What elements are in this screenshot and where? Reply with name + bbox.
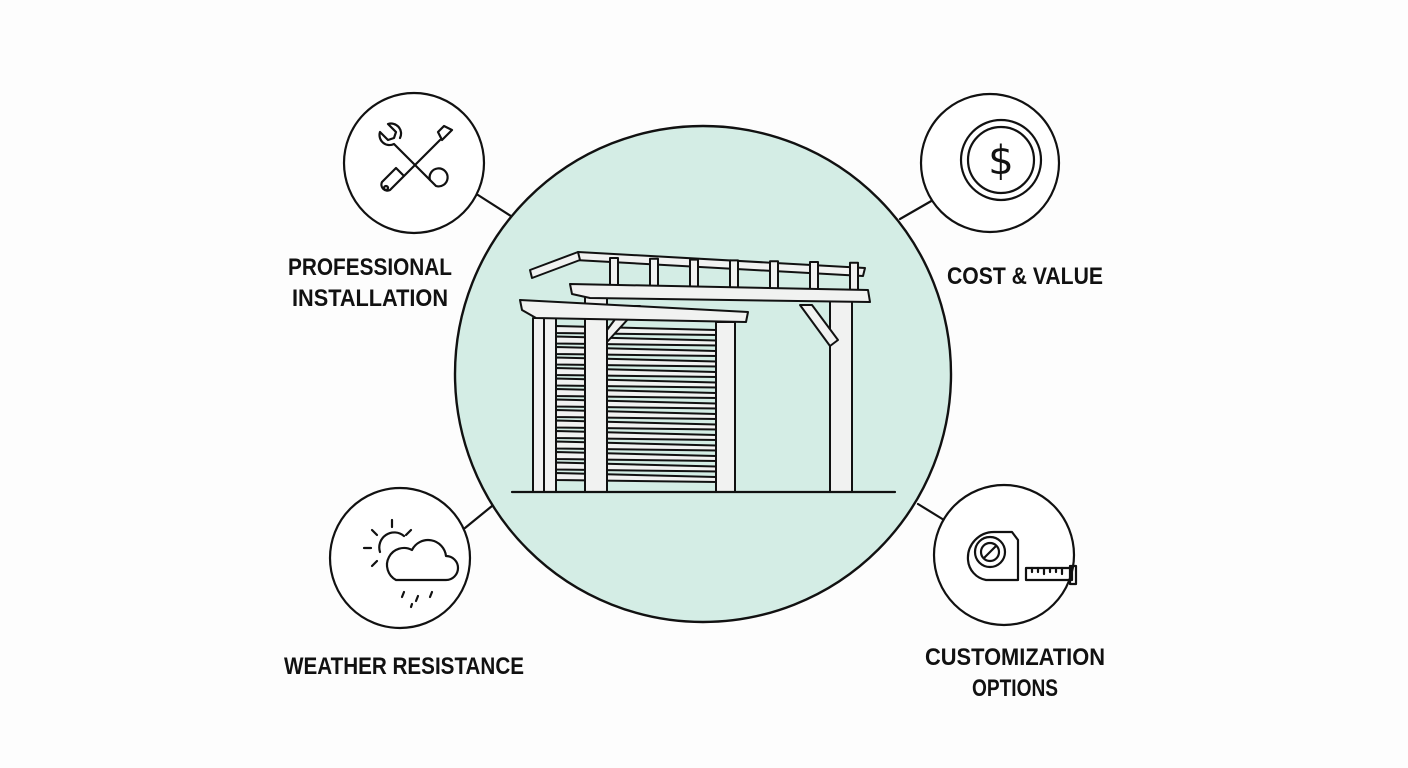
connector-installation bbox=[476, 193, 516, 220]
label-weather: WEATHER RESISTANCE bbox=[284, 653, 524, 680]
pergola-illustration bbox=[510, 251, 897, 494]
sun-cloud-rain-icon bbox=[362, 518, 460, 609]
wrench-screwdriver-icon bbox=[378, 122, 454, 192]
roof-rafter bbox=[809, 261, 819, 292]
connector-custom bbox=[916, 502, 946, 522]
roof-rafter bbox=[649, 257, 659, 288]
label-cost: COST & VALUE bbox=[947, 263, 1103, 290]
roof-rafter bbox=[849, 261, 859, 293]
label-line: CUSTOMIZATION bbox=[925, 644, 1105, 671]
label-line: PROFESSIONAL bbox=[288, 254, 452, 281]
tape-measure-icon bbox=[966, 530, 1078, 586]
label-line: OPTIONS bbox=[972, 675, 1058, 702]
dollar-coin-icon: $ bbox=[959, 118, 1043, 202]
roof-rafter bbox=[729, 259, 739, 290]
node-circle-weather bbox=[328, 486, 472, 630]
label-line: INSTALLATION bbox=[292, 285, 448, 312]
label-installation: PROFESSIONAL INSTALLATION bbox=[288, 254, 452, 312]
roof-rafter bbox=[689, 258, 699, 289]
roof-rafter bbox=[769, 260, 779, 291]
label-custom: CUSTOMIZATION OPTIONS bbox=[925, 644, 1105, 702]
connector-weather bbox=[463, 504, 494, 530]
svg-text:$: $ bbox=[988, 138, 1013, 184]
roof-rafter bbox=[609, 257, 619, 287]
